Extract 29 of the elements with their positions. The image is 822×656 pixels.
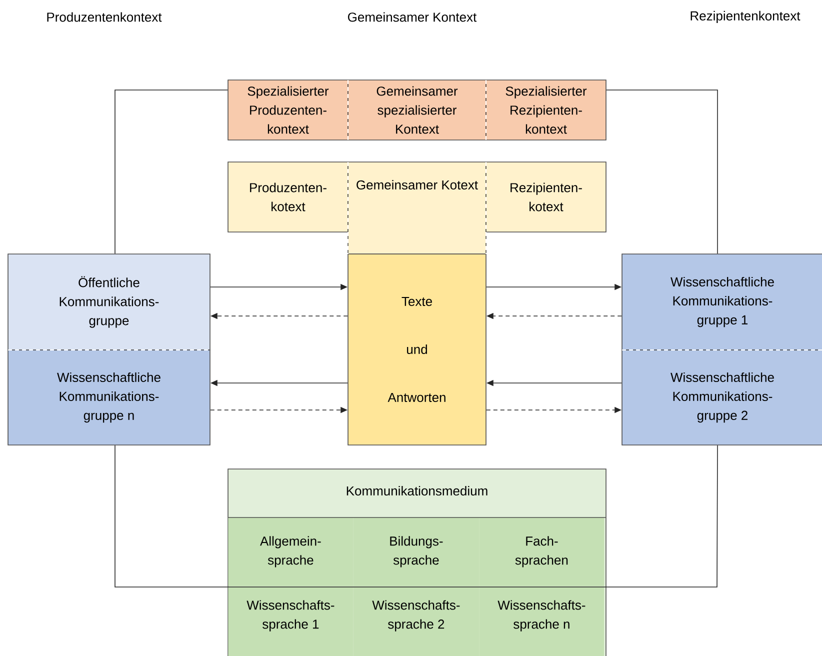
node-label: Bildungs- sprache — [390, 536, 443, 568]
context-cell: Gemeinsamer spezialisierter Kontext — [348, 80, 486, 140]
node-label: Allgemein- sprache — [260, 536, 321, 568]
connector-line — [606, 90, 718, 254]
table-cell: Wissenschafts- sprache 2 — [353, 586, 480, 656]
group-box: Öffentliche Kommunikations- gruppe — [8, 254, 210, 350]
text-box: Texte und Antworten — [348, 254, 486, 446]
node-label: Fach- sprachen — [515, 536, 568, 568]
cotext-cell: Rezipienten- kotext — [486, 162, 606, 232]
heading: Gemeinsamer Kontext — [348, 12, 477, 22]
table-cell: Bildungs- sprache — [353, 517, 480, 586]
connector-line — [114, 445, 718, 588]
table-cell: Wissenschafts- sprache 1 — [228, 586, 354, 656]
node-label: Wissenschafts- sprache 1 — [246, 600, 334, 632]
connector-line — [114, 90, 228, 254]
cotext-cell: Produzenten- kotext — [228, 162, 348, 232]
context-cell: Spezialisierter Produzenten- kontext — [228, 80, 348, 140]
group-box: Wissenschaftliche Kommunikations- gruppe n — [8, 350, 210, 446]
node-label: Wissenschafts- sprache n — [498, 600, 586, 632]
heading: Rezipientenkontext — [690, 10, 800, 24]
cotext-cell: Gemeinsamer Kotext — [348, 162, 486, 254]
group-box: Wissenschaftliche Kommunikations- gruppe 1 — [622, 254, 822, 350]
node-label: Wissenschafts- sprache 2 — [372, 600, 460, 632]
context-cell: Spezialisierter Rezipienten- kontext — [486, 80, 606, 140]
table-cell: Allgemein- sprache — [228, 517, 354, 586]
group-box: Wissenschaftliche Kommunikations- gruppe 2 — [622, 350, 822, 446]
table-cell: Wissenschafts- sprache n — [479, 586, 604, 656]
heading: Produzentenkontext — [47, 12, 162, 22]
table-cell: Fach- sprachen — [479, 517, 604, 586]
